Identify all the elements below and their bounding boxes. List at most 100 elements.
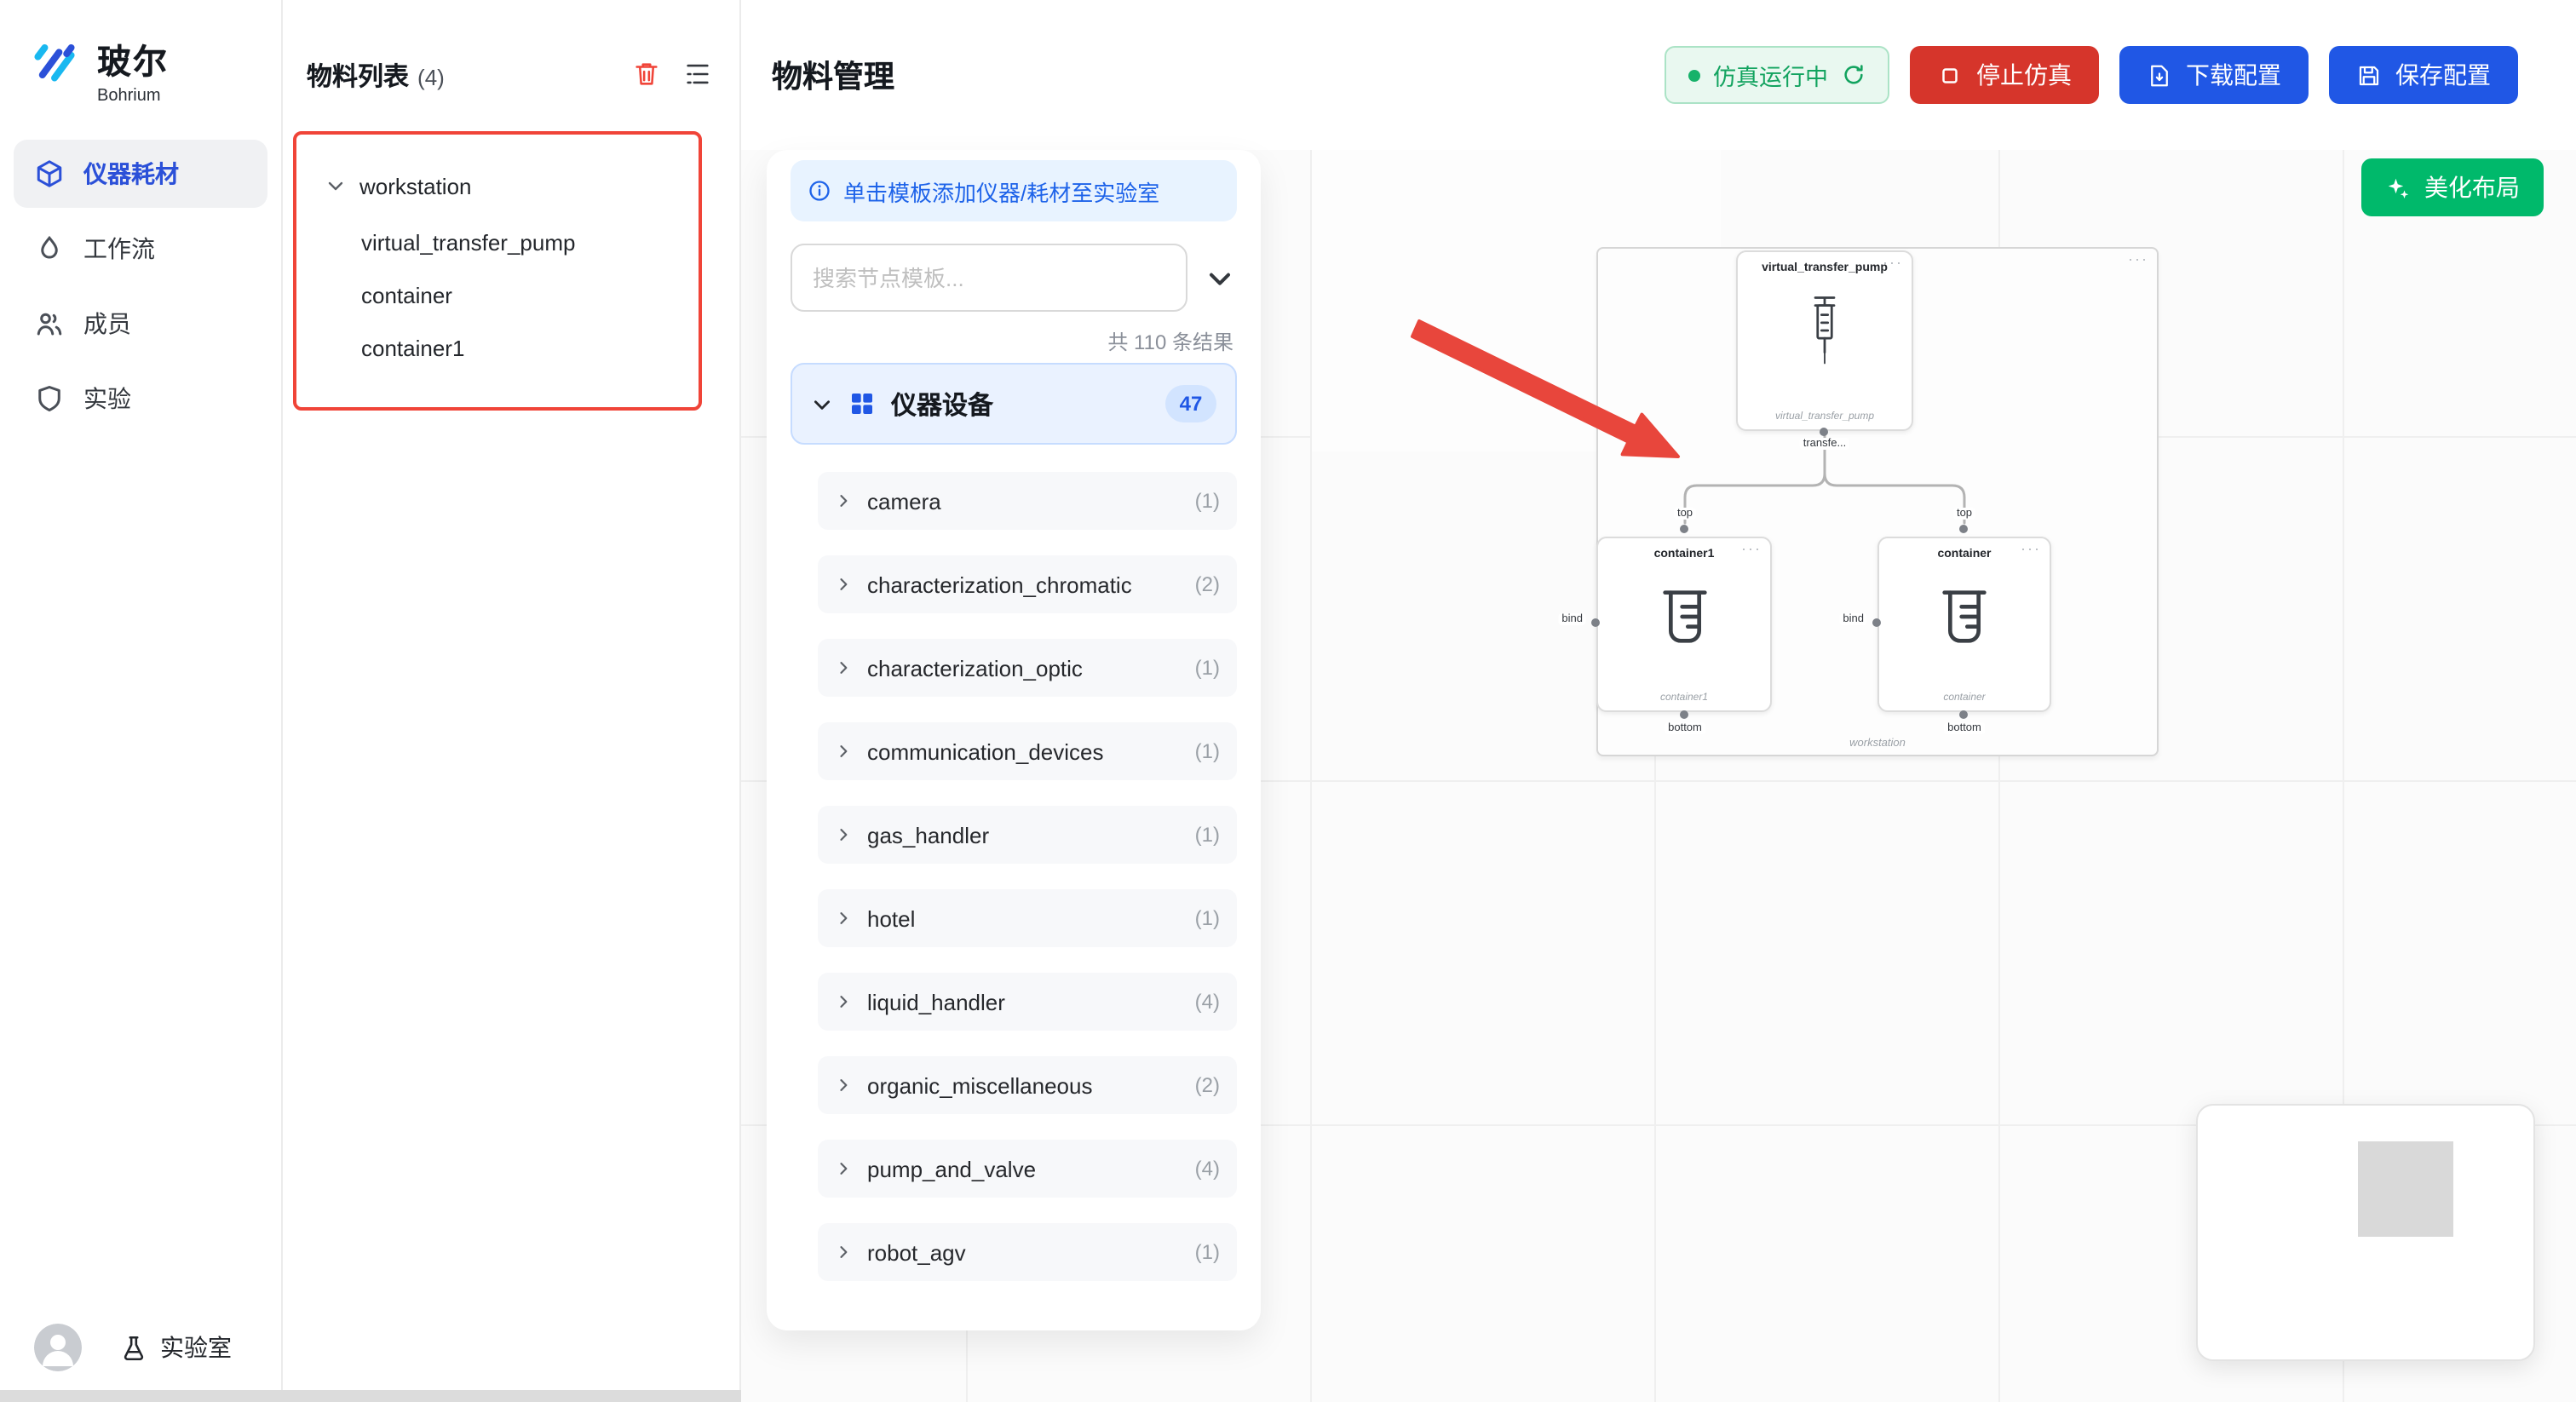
template-item-characterization-optic[interactable]: characterization_optic (1) — [818, 639, 1237, 697]
sidebar-item-experiments[interactable]: 实验 — [14, 365, 267, 433]
more-icon[interactable]: ··· — [2128, 250, 2148, 267]
category-count-badge: 47 — [1165, 385, 1216, 422]
template-item-count: (4) — [1194, 990, 1220, 1014]
minimap-viewport[interactable] — [2358, 1141, 2453, 1237]
template-panel: 单击模板添加仪器/耗材至实验室 共 110 条结果 仪器设备 47 — [767, 150, 1261, 1330]
template-item-count: (1) — [1194, 656, 1220, 680]
template-item-gas-handler[interactable]: gas_handler (1) — [818, 806, 1237, 864]
node-subtitle: virtual_transfer_pump — [1774, 412, 1875, 422]
port-container1-bottom[interactable] — [1680, 710, 1688, 719]
main-header: 物料管理 仿真运行中 停止仿真 下载配置 保存配置 — [741, 0, 2576, 150]
tree-node-workstation[interactable]: workstation — [325, 162, 699, 210]
template-item-pump-and-valve[interactable]: pump_and_valve (4) — [818, 1140, 1237, 1198]
trash-icon[interactable] — [632, 60, 661, 89]
minimap[interactable] — [2196, 1104, 2535, 1361]
template-item-label: liquid_handler — [867, 989, 1005, 1014]
download-config-button[interactable]: 下载配置 — [2119, 46, 2309, 104]
outline-list-icon[interactable] — [683, 60, 712, 89]
node-container[interactable]: container ··· container — [1877, 537, 2051, 712]
save-config-button[interactable]: 保存配置 — [2329, 46, 2518, 104]
banner-text: 单击模板添加仪器/耗材至实验室 — [843, 180, 1160, 205]
chevron-right-icon — [835, 576, 852, 593]
category-instrument-devices[interactable]: 仪器设备 47 — [791, 363, 1237, 445]
port-container-bind[interactable] — [1872, 618, 1881, 627]
template-item-count: (1) — [1194, 489, 1220, 513]
materials-tree-highlight: workstation virtual_transfer_pump contai… — [293, 131, 702, 411]
group-label: workstation — [1849, 738, 1906, 750]
node-container1[interactable]: container1 ··· container1 — [1596, 537, 1772, 712]
lab-label: 实验室 — [160, 1334, 232, 1361]
sparkle-icon — [2388, 177, 2409, 198]
stop-simulation-button[interactable]: 停止仿真 — [1910, 46, 2099, 104]
port-container-top[interactable] — [1959, 525, 1968, 533]
port-container-bottom[interactable] — [1959, 710, 1968, 719]
template-item-camera[interactable]: camera (1) — [818, 472, 1237, 530]
sidebar-nav: 仪器耗材 工作流 成员 实验 — [14, 140, 267, 433]
more-icon[interactable]: ··· — [1741, 540, 1762, 557]
template-item-count: (1) — [1194, 823, 1220, 847]
refresh-icon[interactable] — [1842, 63, 1866, 87]
search-input[interactable] — [791, 244, 1187, 312]
tree-node-label: container — [361, 283, 452, 308]
beaker-icon — [1662, 590, 1706, 643]
status-dot-icon — [1688, 69, 1699, 81]
template-item-label: robot_agv — [867, 1239, 966, 1265]
more-icon[interactable]: ··· — [2021, 540, 2041, 557]
template-item-label: hotel — [867, 905, 916, 931]
members-icon — [34, 308, 65, 339]
node-virtual-transfer-pump[interactable]: virtual_transfer_pump ··· virtual_transf… — [1736, 250, 1913, 431]
template-item-liquid-handler[interactable]: liquid_handler (4) — [818, 973, 1237, 1031]
tree-node-virtual-transfer-pump[interactable]: virtual_transfer_pump — [296, 216, 699, 269]
shield-icon — [34, 383, 65, 414]
page-title: 物料管理 — [772, 60, 894, 94]
more-icon[interactable]: ··· — [1883, 254, 1903, 271]
logo-title: 玻尔 — [97, 44, 169, 82]
collapse-chevron-icon[interactable] — [1203, 261, 1237, 295]
bohrium-logo-icon — [34, 44, 75, 82]
lab-switcher[interactable]: 实验室 — [119, 1330, 232, 1365]
beaker-icon — [1942, 590, 1987, 643]
node-subtitle: container — [1943, 693, 1986, 704]
port-label: transfe... — [1799, 438, 1850, 450]
sidebar-item-workflow[interactable]: 工作流 — [14, 215, 267, 283]
chevron-right-icon — [835, 826, 852, 843]
node-title: virtual_transfer_pump — [1762, 262, 1888, 274]
avatar[interactable] — [34, 1324, 82, 1371]
template-item-characterization-chromatic[interactable]: characterization_chromatic (2) — [818, 555, 1237, 613]
template-item-count: (1) — [1194, 739, 1220, 763]
beautify-layout-button[interactable]: 美化布局 — [2361, 158, 2544, 216]
template-item-label: characterization_chromatic — [867, 572, 1132, 597]
sidebar-footer: 实验室 — [0, 1324, 281, 1371]
sidebar-item-members[interactable]: 成员 — [14, 290, 267, 358]
chevron-right-icon — [835, 492, 852, 509]
template-item-hotel[interactable]: hotel (1) — [818, 889, 1237, 947]
tree-node-label: container1 — [361, 336, 465, 361]
template-item-organic-miscellaneous[interactable]: organic_miscellaneous (2) — [818, 1056, 1237, 1114]
category-label: 仪器设备 — [891, 391, 994, 420]
sidebar-item-label: 工作流 — [83, 235, 155, 262]
port-label: bind — [1558, 613, 1586, 625]
chevron-down-icon — [811, 393, 833, 415]
status-label: 仿真运行中 — [1713, 65, 1828, 90]
port-container1-bind[interactable] — [1591, 618, 1600, 627]
template-item-label: communication_devices — [867, 738, 1104, 764]
grid-icon — [848, 390, 876, 417]
template-item-label: gas_handler — [867, 822, 990, 848]
chevron-right-icon — [835, 993, 852, 1010]
port-label: top — [1952, 508, 1976, 520]
port-label: bind — [1839, 613, 1867, 625]
bottom-scroll-strip[interactable] — [0, 1390, 741, 1402]
tree-node-container1[interactable]: container1 — [296, 322, 699, 375]
sidebar-item-instruments[interactable]: 仪器耗材 — [14, 140, 267, 208]
sidebar-item-label: 成员 — [83, 310, 131, 337]
port-container1-top[interactable] — [1680, 525, 1688, 533]
chevron-right-icon — [835, 1160, 852, 1177]
template-item-robot-agv[interactable]: robot_agv (1) — [818, 1223, 1237, 1281]
download-icon — [2151, 64, 2168, 86]
materials-title: 物料列表 — [307, 63, 410, 92]
template-item-communication-devices[interactable]: communication_devices (1) — [818, 722, 1237, 780]
port-pump-bottom[interactable] — [1820, 428, 1828, 436]
tree-node-container[interactable]: container — [296, 269, 699, 322]
template-item-label: organic_miscellaneous — [867, 1072, 1093, 1098]
